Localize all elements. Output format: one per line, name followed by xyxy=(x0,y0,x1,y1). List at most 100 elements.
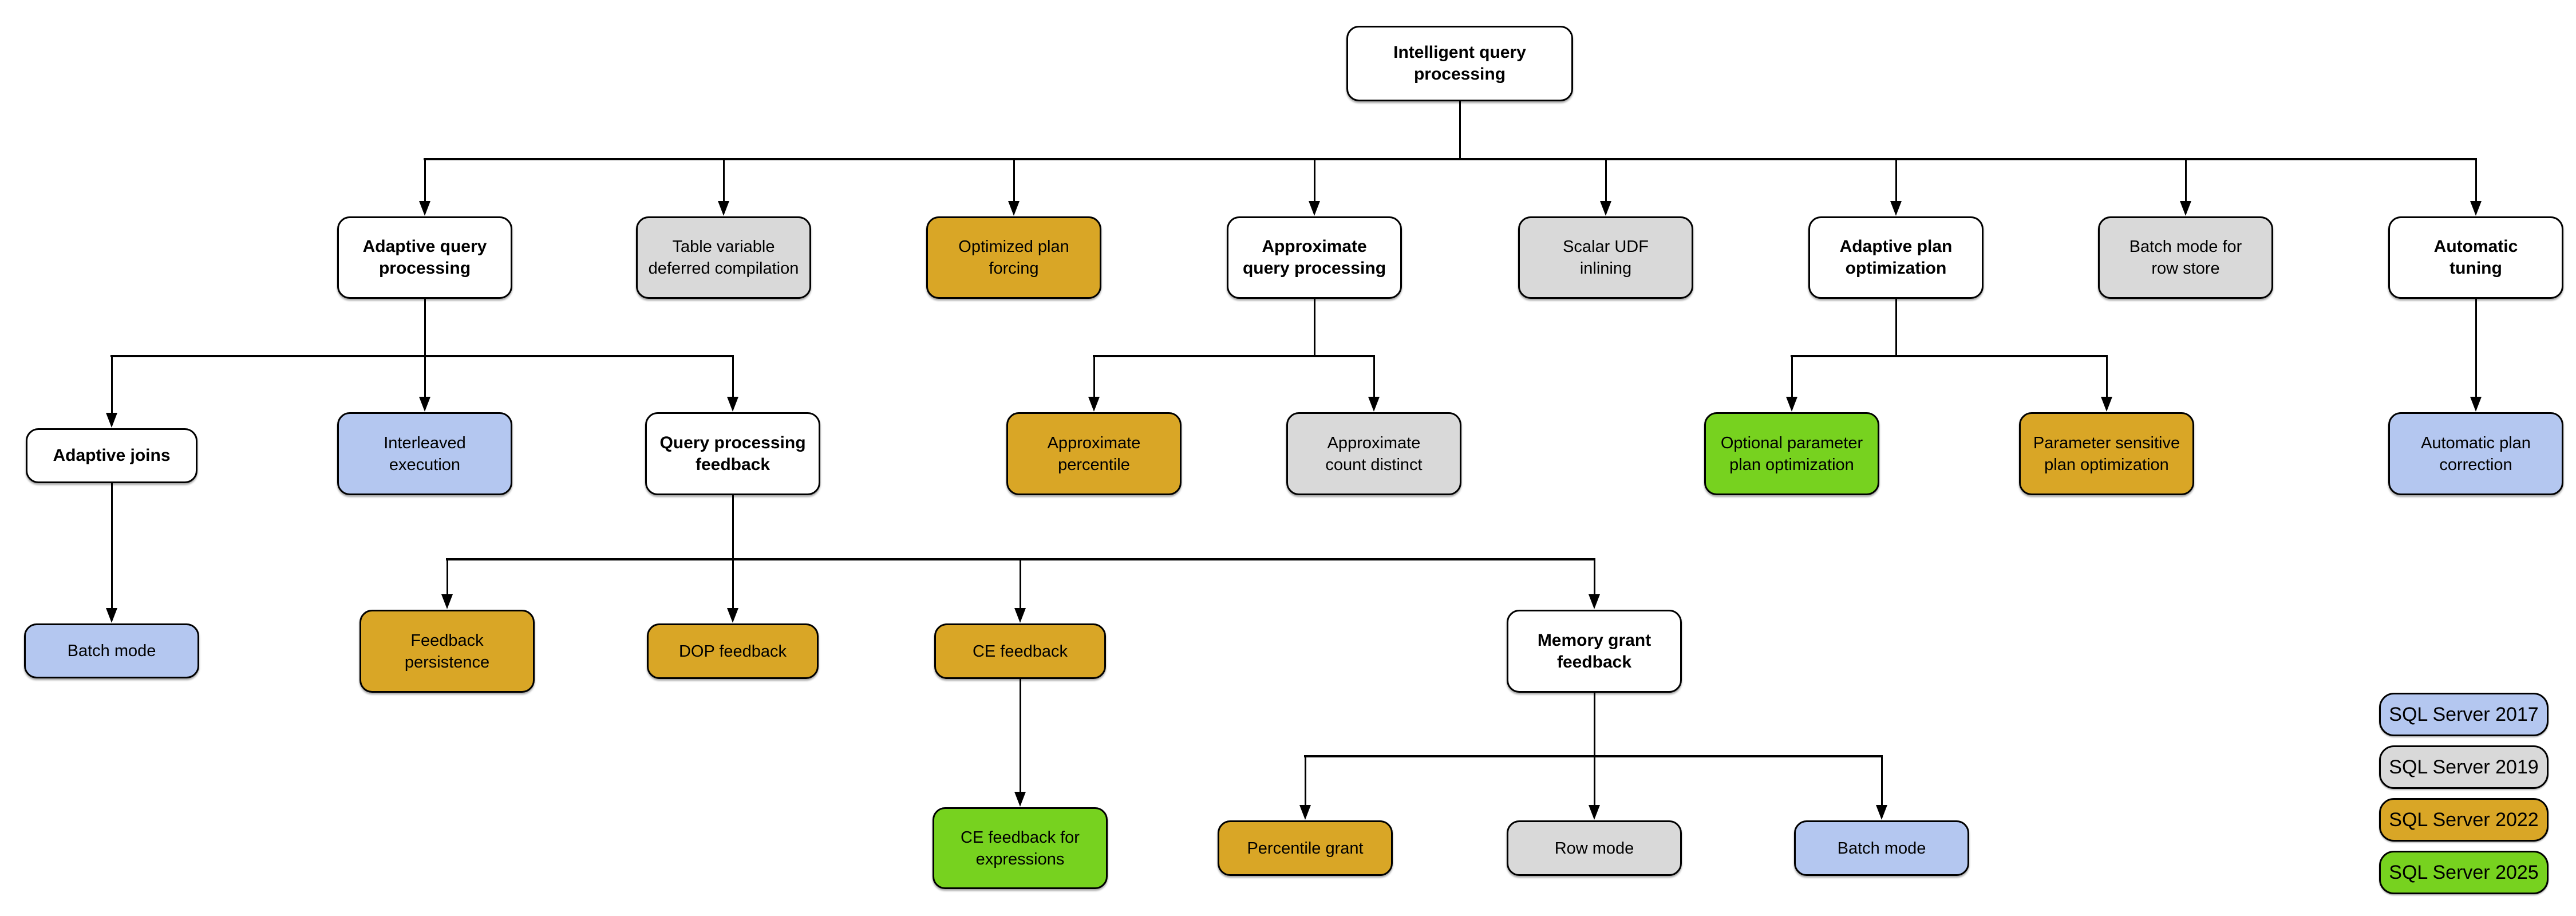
arrow-into-bmrs xyxy=(2180,201,2191,216)
arrow-into-aqproc xyxy=(1309,201,1320,216)
node-label-line: DOP feedback xyxy=(678,642,787,661)
node-label-line: feedback xyxy=(1556,652,1632,672)
node-pspo: Parameter sensitive plan optimization xyxy=(2019,412,2194,495)
arrow-into-bm1 xyxy=(106,608,117,623)
node-label-line: execution xyxy=(389,455,461,474)
connector-stem-aqproc xyxy=(1313,299,1315,357)
connector-drop-pspo xyxy=(2105,356,2108,401)
connector-stem-at xyxy=(2475,299,2477,356)
connector-drop-apct xyxy=(1093,356,1095,401)
node-pg: Percentile grant xyxy=(1218,820,1393,876)
connector-drop-ie xyxy=(424,356,426,401)
node-sui: Scalar UDF inlining xyxy=(1518,216,1693,299)
arrow-into-ie xyxy=(419,397,430,412)
connector-drop-at xyxy=(2475,159,2477,205)
node-label-line: count distinct xyxy=(1325,455,1423,474)
node-bm1: Batch mode xyxy=(24,623,199,678)
arrow-into-dop xyxy=(727,608,738,623)
connector-drop-apc xyxy=(2475,355,2477,401)
node-label-line: Approximate xyxy=(1262,237,1367,256)
arrow-into-pg xyxy=(1299,805,1311,820)
node-label-line: persistence xyxy=(404,653,490,672)
arrow-into-pspo xyxy=(2101,397,2112,412)
connector-drop-aj xyxy=(110,356,113,417)
connector-drop-qpf xyxy=(732,356,734,401)
connector-drop-opf xyxy=(1013,159,1015,205)
node-label-line: Percentile grant xyxy=(1247,839,1364,858)
arrow-into-apo xyxy=(1890,201,1902,216)
connector-bus-aqproc xyxy=(1093,355,1375,357)
arrow-into-apct xyxy=(1088,397,1100,412)
arrow-into-acd xyxy=(1368,397,1380,412)
node-label-line: Approximate xyxy=(1047,433,1141,452)
connector-drop-cef xyxy=(1019,559,1021,612)
legend-item-2022: SQL Server 2022 xyxy=(2379,798,2549,842)
connector-stem-aj xyxy=(110,483,113,551)
connector-drop-pg xyxy=(1304,756,1306,809)
connector-drop-acd xyxy=(1373,356,1375,401)
node-bm2: Batch mode xyxy=(1794,820,1969,876)
arrow-into-cef xyxy=(1014,608,1026,623)
node-label-line: Row mode xyxy=(1554,839,1634,858)
node-label-line: inlining xyxy=(1579,259,1632,278)
node-dop: DOP feedback xyxy=(647,623,819,679)
arrow-into-cefe xyxy=(1014,792,1026,807)
arrow-into-mgf xyxy=(1589,594,1600,609)
connector-drop-aqp xyxy=(424,159,426,205)
node-label-line: query processing xyxy=(1242,259,1386,278)
node-label-line: Table variable xyxy=(672,238,775,256)
node-label-line: Automatic xyxy=(2433,237,2518,256)
connector-stem-apo xyxy=(1895,299,1897,357)
node-label-line: processing xyxy=(1413,65,1506,84)
arrow-into-oppo xyxy=(1786,397,1797,412)
node-label-line: Optimized plan xyxy=(958,238,1069,256)
connector-drop-dop xyxy=(732,559,734,612)
arrow-into-qpf xyxy=(727,397,738,412)
node-label-line: Approximate xyxy=(1327,433,1421,452)
arrow-into-apc xyxy=(2470,397,2482,412)
node-label-line: Automatic plan xyxy=(2421,433,2531,452)
connector-stem-qpf xyxy=(732,495,734,560)
node-label-line: processing xyxy=(378,259,471,278)
arrow-into-tvdc xyxy=(718,201,729,216)
connector-drop-fp xyxy=(446,559,448,598)
arrow-into-aj xyxy=(106,413,117,428)
connector-drop-oppo xyxy=(1791,356,1793,401)
node-acd: Approximate count distinct xyxy=(1286,412,1461,495)
node-apc: Automatic plan correction xyxy=(2388,412,2563,495)
node-label-line: Adaptive plan xyxy=(1839,237,1953,256)
node-label-line: row store xyxy=(2151,259,2220,278)
arrow-into-bm2 xyxy=(1876,805,1887,820)
arrow-into-at xyxy=(2470,201,2482,216)
connector-drop-aqproc xyxy=(1313,159,1315,205)
connector-drop-cefe xyxy=(1019,744,1021,796)
node-label-line: correction xyxy=(2439,455,2512,474)
connector-drop-tvdc xyxy=(722,159,725,205)
connector-stem-root xyxy=(1459,101,1461,160)
arrow-into-aqp xyxy=(419,201,430,216)
arrow-into-fp xyxy=(441,594,453,609)
connector-drop-sui xyxy=(1605,159,1607,205)
node-label-line: Optional parameter xyxy=(1720,433,1863,452)
connector-drop-apo xyxy=(1895,159,1897,205)
node-label-line: Scalar UDF xyxy=(1563,238,1649,256)
connector-drop-bmrs xyxy=(2184,159,2187,205)
node-label-line: plan optimization xyxy=(2044,455,2169,474)
arrow-into-rm xyxy=(1589,805,1600,820)
node-label-line: Parameter sensitive xyxy=(2033,433,2180,452)
node-label-line: Adaptive query xyxy=(362,237,487,256)
legend-item-2017: SQL Server 2017 xyxy=(2379,693,2549,736)
node-label-line: deferred compilation xyxy=(648,259,799,278)
node-label-line: expressions xyxy=(975,850,1065,868)
